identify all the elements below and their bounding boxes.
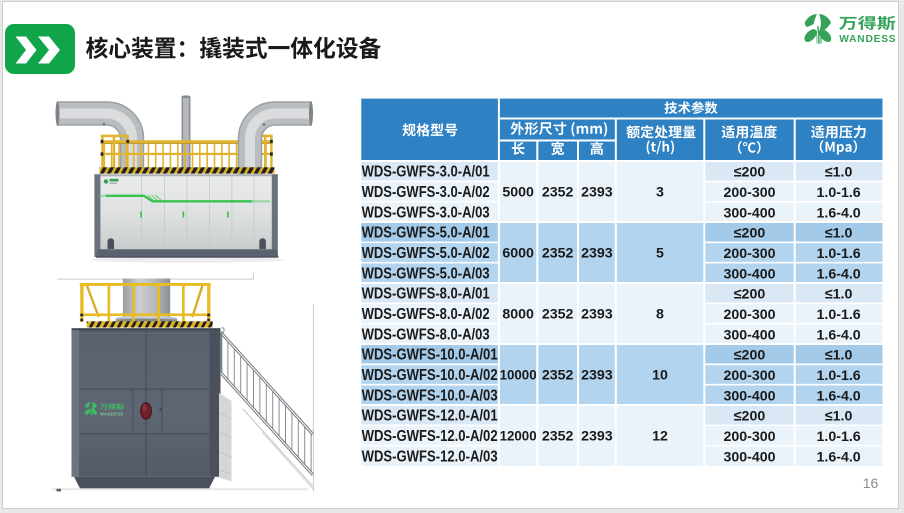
svg-text:2393: 2393 [581,307,613,323]
svg-text:1.0-1.6: 1.0-1.6 [817,307,861,323]
svg-text:300-400: 300-400 [723,266,775,282]
svg-text:≤1.0: ≤1.0 [825,348,853,364]
svg-text:10000: 10000 [500,368,537,384]
svg-text:WDS-GWFS-10.0-A/02: WDS-GWFS-10.0-A/02 [362,367,498,384]
svg-text:2352: 2352 [542,246,574,262]
svg-text:2393: 2393 [581,185,613,201]
svg-text:300-400: 300-400 [723,388,775,404]
svg-text:300-400: 300-400 [723,449,775,465]
svg-text:2352: 2352 [542,185,574,201]
svg-text:1.6-4.0: 1.6-4.0 [817,449,861,465]
svg-text:≤1.0: ≤1.0 [825,287,853,303]
svg-text:WDS-GWFS-8.0-A/01: WDS-GWFS-8.0-A/01 [362,286,490,303]
svg-text:2393: 2393 [581,429,613,445]
svg-text:2352: 2352 [542,368,574,384]
svg-text:WDS-GWFS-10.0-A/03: WDS-GWFS-10.0-A/03 [362,387,498,404]
svg-text:6000: 6000 [502,246,534,262]
svg-text:1.6-4.0: 1.6-4.0 [817,327,861,343]
svg-text:300-400: 300-400 [723,205,775,221]
svg-text:WDS-GWFS-3.0-A/01: WDS-GWFS-3.0-A/01 [362,164,490,181]
svg-text:WDS-GWFS-5.0-A/01: WDS-GWFS-5.0-A/01 [362,225,490,242]
svg-text:10: 10 [652,368,668,384]
svg-text:WDS-GWFS-5.0-A/02: WDS-GWFS-5.0-A/02 [362,245,490,262]
svg-text:1.0-1.6: 1.0-1.6 [817,368,861,384]
svg-text:1.0-1.6: 1.0-1.6 [817,185,861,201]
svg-text:2393: 2393 [581,368,613,384]
svg-text:200-300: 200-300 [723,429,775,445]
svg-text:1.6-4.0: 1.6-4.0 [817,266,861,282]
svg-text:200-300: 200-300 [723,368,775,384]
svg-text:WDS-GWFS-12.0-A/02: WDS-GWFS-12.0-A/02 [362,428,498,445]
svg-text:8000: 8000 [502,307,534,323]
svg-text:1.6-4.0: 1.6-4.0 [817,205,861,221]
svg-text:3: 3 [656,185,664,201]
svg-text:1.6-4.0: 1.6-4.0 [817,388,861,404]
svg-text:WDS-GWFS-12.0-A/03: WDS-GWFS-12.0-A/03 [362,448,498,465]
svg-text:12: 12 [652,429,668,445]
svg-text:1.0-1.6: 1.0-1.6 [817,246,861,262]
svg-text:≤200: ≤200 [734,287,766,303]
svg-text:5: 5 [656,246,664,262]
svg-text:WDS-GWFS-10.0-A/01: WDS-GWFS-10.0-A/01 [362,347,498,364]
svg-text:2352: 2352 [542,429,574,445]
svg-text:12000: 12000 [500,429,537,445]
svg-text:2352: 2352 [542,307,574,323]
svg-text:200-300: 200-300 [723,307,775,323]
svg-text:8: 8 [656,307,664,323]
svg-text:WDS-GWFS-3.0-A/02: WDS-GWFS-3.0-A/02 [362,184,490,201]
svg-text:200-300: 200-300 [723,185,775,201]
svg-text:WDS-GWFS-3.0-A/03: WDS-GWFS-3.0-A/03 [362,204,490,221]
svg-text:200-300: 200-300 [723,246,775,262]
svg-text:≤1.0: ≤1.0 [825,409,853,425]
svg-text:≤200: ≤200 [734,226,766,242]
svg-text:≤200: ≤200 [734,409,766,425]
svg-text:≤1.0: ≤1.0 [825,165,853,181]
svg-text:WDS-GWFS-5.0-A/03: WDS-GWFS-5.0-A/03 [362,265,490,282]
svg-text:WDS-GWFS-8.0-A/03: WDS-GWFS-8.0-A/03 [362,326,490,343]
svg-text:5000: 5000 [502,185,534,201]
svg-text:≤1.0: ≤1.0 [825,226,853,242]
svg-text:WDS-GWFS-8.0-A/02: WDS-GWFS-8.0-A/02 [362,306,490,323]
svg-text:1.0-1.6: 1.0-1.6 [817,429,861,445]
svg-text:WDS-GWFS-12.0-A/01: WDS-GWFS-12.0-A/01 [362,408,498,425]
svg-text:≤200: ≤200 [734,348,766,364]
svg-text:WANDESS: WANDESS [839,34,896,45]
svg-text:≤200: ≤200 [734,165,766,181]
svg-text:2393: 2393 [581,246,613,262]
svg-text:300-400: 300-400 [723,327,775,343]
svg-text:WANDESS: WANDESS [100,412,123,417]
